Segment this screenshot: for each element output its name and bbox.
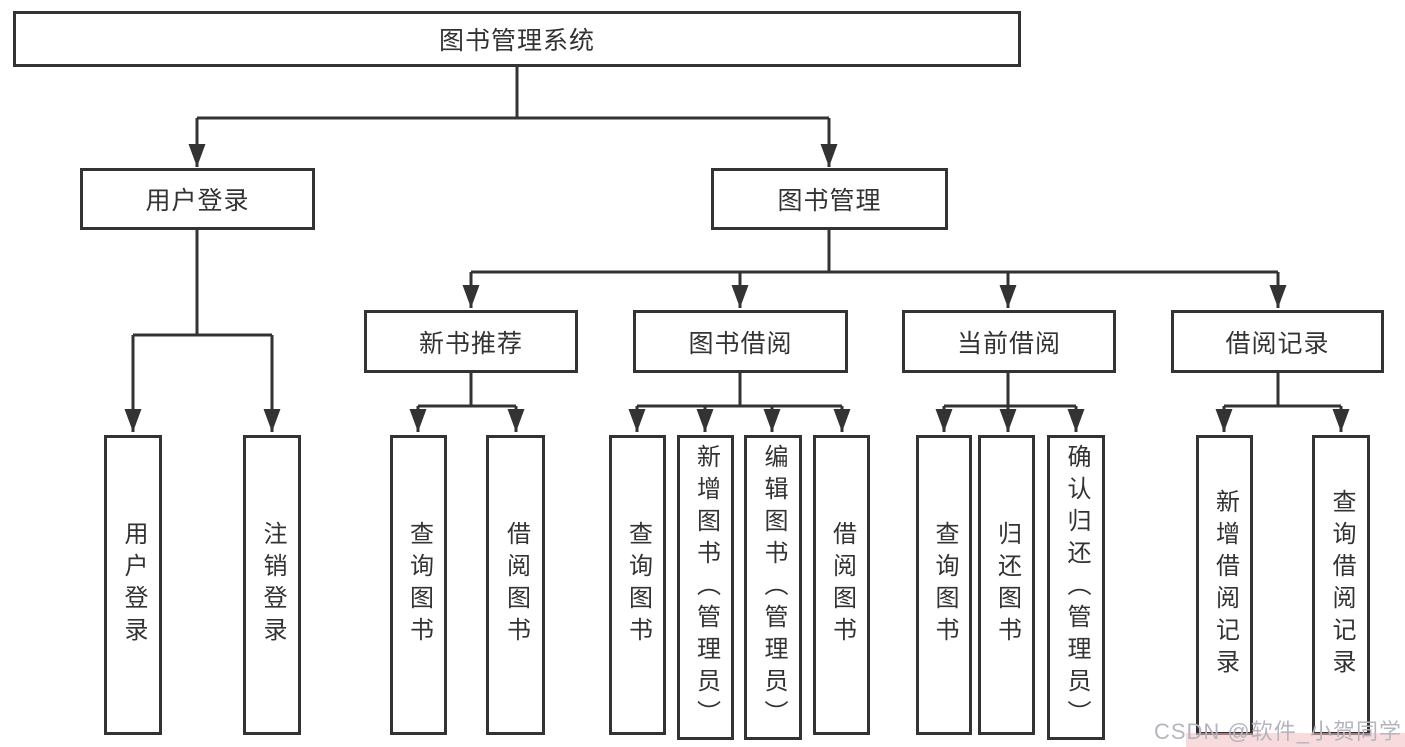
connector-trunk-root — [197, 67, 829, 120]
csdn-watermark: CSDN @软件_小贺同学 — [1153, 719, 1402, 744]
node-book-borrow: 图书借阅 — [633, 310, 848, 373]
leaf-confirm-return-admin: 确认归还（管理员） — [1047, 435, 1105, 740]
leaf-query-books-borrow: 查询图书 — [609, 435, 666, 735]
leaf-add-borrow-record: 新增借阅记录 — [1196, 435, 1253, 735]
leaf-edit-books-admin: 编辑图书（管理员） — [744, 435, 802, 740]
leaf-query-books-current: 查询图书 — [916, 435, 972, 735]
leaf-borrow-books-recommend: 借阅图书 — [486, 435, 545, 735]
leaf-return-books: 归还图书 — [978, 435, 1035, 735]
node-root-system: 图书管理系统 — [13, 11, 1021, 67]
connector-trunk-book-mgmt — [471, 230, 1278, 274]
leaf-query-borrow-record: 查询借阅记录 — [1312, 435, 1370, 735]
connector-trunk-book-borrow — [637, 373, 842, 408]
connector-trunk-records — [1224, 373, 1341, 408]
leaf-query-books-recommend: 查询图书 — [390, 435, 447, 735]
leaf-logout: 注销登录 — [243, 435, 301, 735]
watermark-tint — [1186, 733, 1405, 747]
connector-trunk-new-rec — [418, 373, 516, 408]
node-book-management: 图书管理 — [711, 168, 948, 230]
node-borrow-records: 借阅记录 — [1171, 310, 1384, 373]
connector-trunk-user-login — [133, 230, 272, 337]
leaf-user-login: 用户登录 — [104, 435, 162, 735]
leaf-add-books-admin: 新增图书（管理员） — [677, 435, 734, 740]
leaf-borrow-books: 借阅图书 — [813, 435, 870, 735]
node-new-book-recommend: 新书推荐 — [364, 310, 578, 373]
node-current-borrow: 当前借阅 — [902, 310, 1116, 373]
node-user-login: 用户登录 — [80, 168, 315, 230]
connector-trunk-cur-borrow — [944, 373, 1076, 408]
